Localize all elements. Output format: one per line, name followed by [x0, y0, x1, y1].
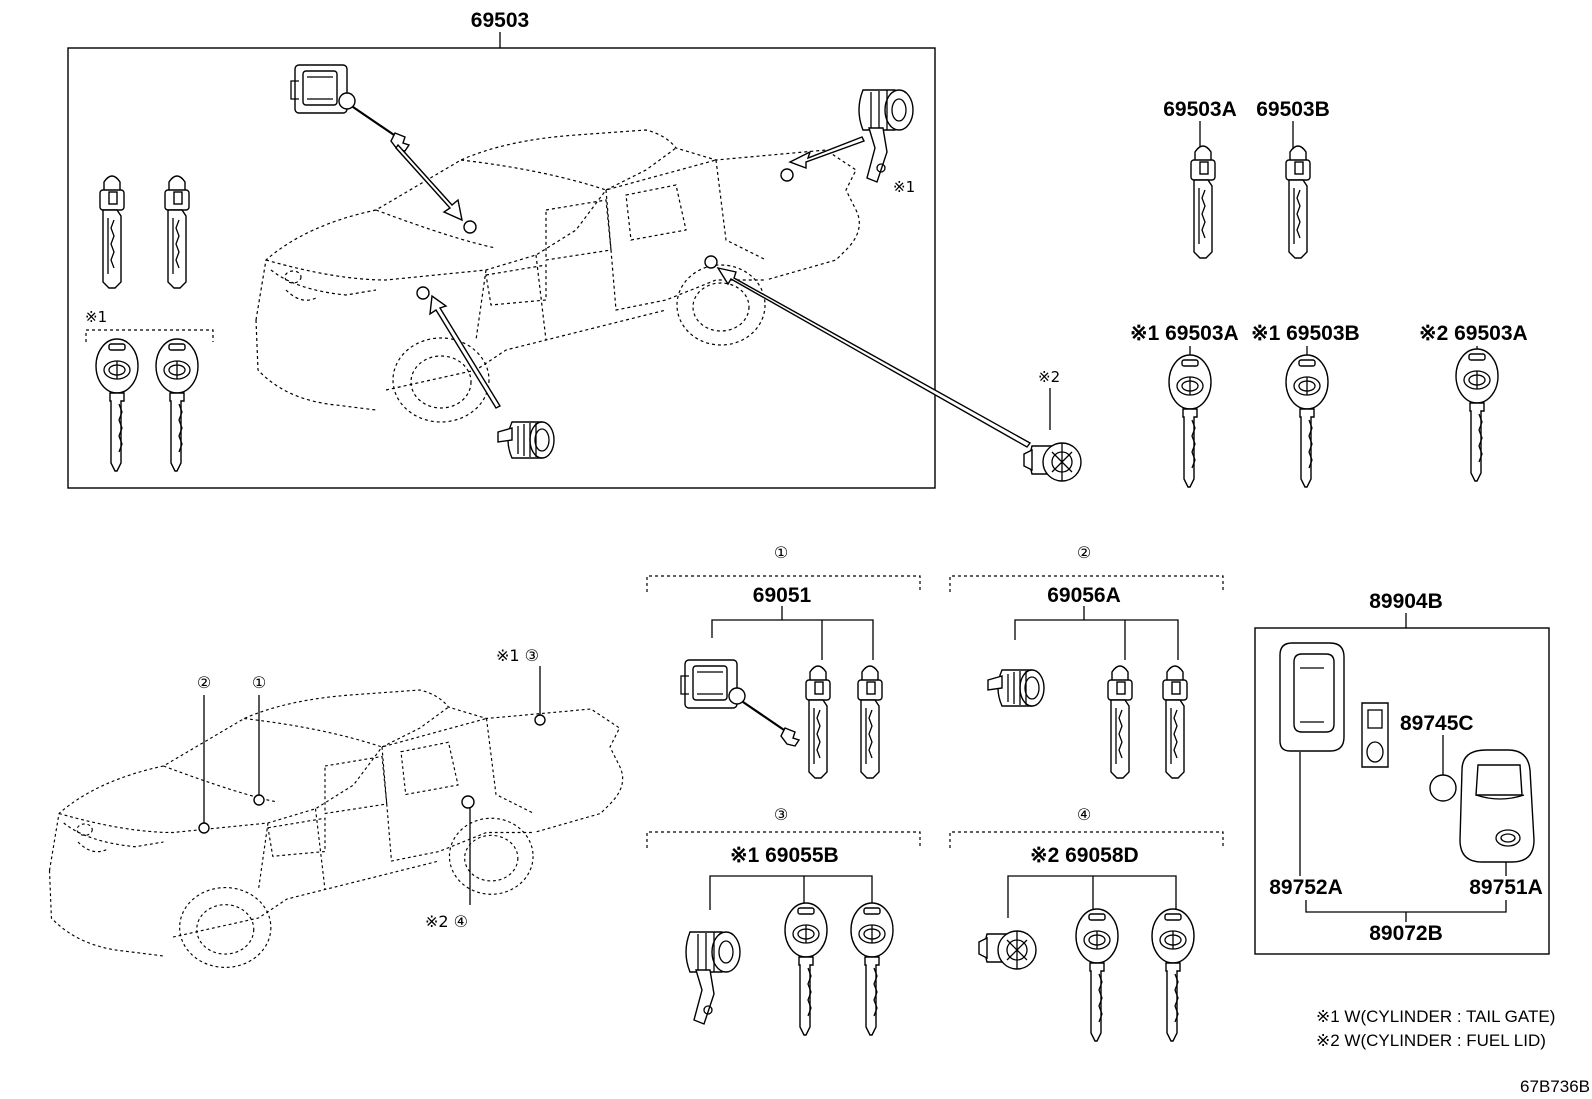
kit-4-circle: ④ — [1077, 805, 1091, 824]
loose-key-top-right-label: 69503B — [1256, 98, 1330, 121]
smart-key-fob-icon — [1459, 749, 1535, 863]
loose-key-mid-center-label: ※1 69503B — [1251, 322, 1360, 345]
kit-1-part-number: 69051 — [753, 584, 812, 607]
kit-2-bracket — [949, 575, 1224, 592]
door-lock-cylinder-icon — [987, 669, 1045, 707]
blade-key-icon — [1107, 665, 1133, 779]
smart-key-case-label: 89752A — [1269, 876, 1343, 899]
blade-key-icon — [1162, 665, 1188, 779]
kit-3-circle: ③ — [774, 805, 788, 824]
ignition-cylinder-icon — [289, 63, 411, 153]
kit-1-bracket — [646, 575, 921, 592]
smart-key-transmitter-label: 89751A — [1469, 876, 1543, 899]
note-tail-gate: ※1 W(CYLINDER : TAIL GATE) — [1316, 1007, 1555, 1026]
pickup-truck-icon — [255, 129, 860, 423]
pickup-truck-icon — [48, 689, 624, 968]
tailgate-cylinder-icon — [858, 89, 914, 183]
kit-2-circle: ② — [1077, 543, 1091, 562]
truck-callout-2: ② — [197, 673, 211, 692]
blade-key-icon — [99, 175, 125, 289]
transponder-key-icon — [95, 338, 139, 472]
kit-4-bracket — [949, 831, 1224, 848]
transponder-key-icon — [1285, 354, 1329, 488]
kit-4-part-number: ※2 69058D — [1030, 844, 1139, 867]
assembly-tail-gate-mark: ※1 — [893, 178, 915, 196]
note-fuel-lid: ※2 W(CYLINDER : FUEL LID) — [1316, 1031, 1546, 1050]
door-lock-cylinder-icon — [497, 421, 555, 459]
loose-key-top-left-label: 69503A — [1163, 98, 1237, 121]
transponder-key-icon — [1075, 908, 1119, 1042]
kit-1-circle: ① — [774, 543, 788, 562]
blade-key-icon — [857, 665, 883, 779]
ignition-cylinder-icon — [679, 658, 801, 748]
transponder-key-icon — [850, 902, 894, 1036]
truck-callout-4: ※2 ④ — [425, 912, 468, 931]
smart-key-housing-label: 89072B — [1369, 922, 1443, 945]
smart-key-battery-label: 89745C — [1400, 712, 1474, 735]
coin-battery-icon — [1429, 774, 1457, 802]
smart-key-assembly-label: 89904B — [1369, 590, 1443, 613]
transponder-key-icon — [155, 338, 199, 472]
kit-3-bracket — [646, 831, 921, 848]
main-assembly-number: 69503 — [471, 9, 529, 32]
smart-key-fob-icon — [1361, 702, 1389, 768]
truck-callout-3: ※1 ③ — [496, 646, 539, 665]
fuel-lid-cylinder-icon — [978, 930, 1037, 970]
kit-2-part-number: 69056A — [1047, 584, 1121, 607]
transponder-key-icon — [1168, 354, 1212, 488]
tailgate-cylinder-icon — [685, 931, 741, 1025]
main-assembly-box — [67, 47, 936, 489]
truck-callout-1: ① — [252, 673, 266, 692]
loose-key-mid-left-label: ※1 69503A — [1130, 322, 1239, 345]
transponder-key-icon — [1455, 348, 1499, 482]
kit-3-part-number: ※1 69055B — [730, 844, 839, 867]
smart-key-box — [1254, 627, 1550, 955]
transponder-key-icon — [784, 902, 828, 1036]
blade-key-icon — [805, 665, 831, 779]
fuel-lid-cylinder-icon — [1023, 442, 1082, 482]
diagram-code: 67B736B — [1520, 1077, 1590, 1096]
blade-key-icon — [1285, 145, 1311, 259]
assembly-keys-tail-gate-mark: ※1 — [85, 308, 107, 326]
transponder-key-icon — [1151, 908, 1195, 1042]
blade-key-icon — [1190, 145, 1216, 259]
assembly-fuel-lid-mark: ※2 — [1038, 368, 1060, 386]
blade-key-icon — [164, 175, 190, 289]
loose-key-mid-right-label: ※2 69503A — [1419, 322, 1528, 345]
smart-key-fob-icon — [1279, 642, 1345, 752]
assembly-arrows — [395, 136, 1032, 448]
